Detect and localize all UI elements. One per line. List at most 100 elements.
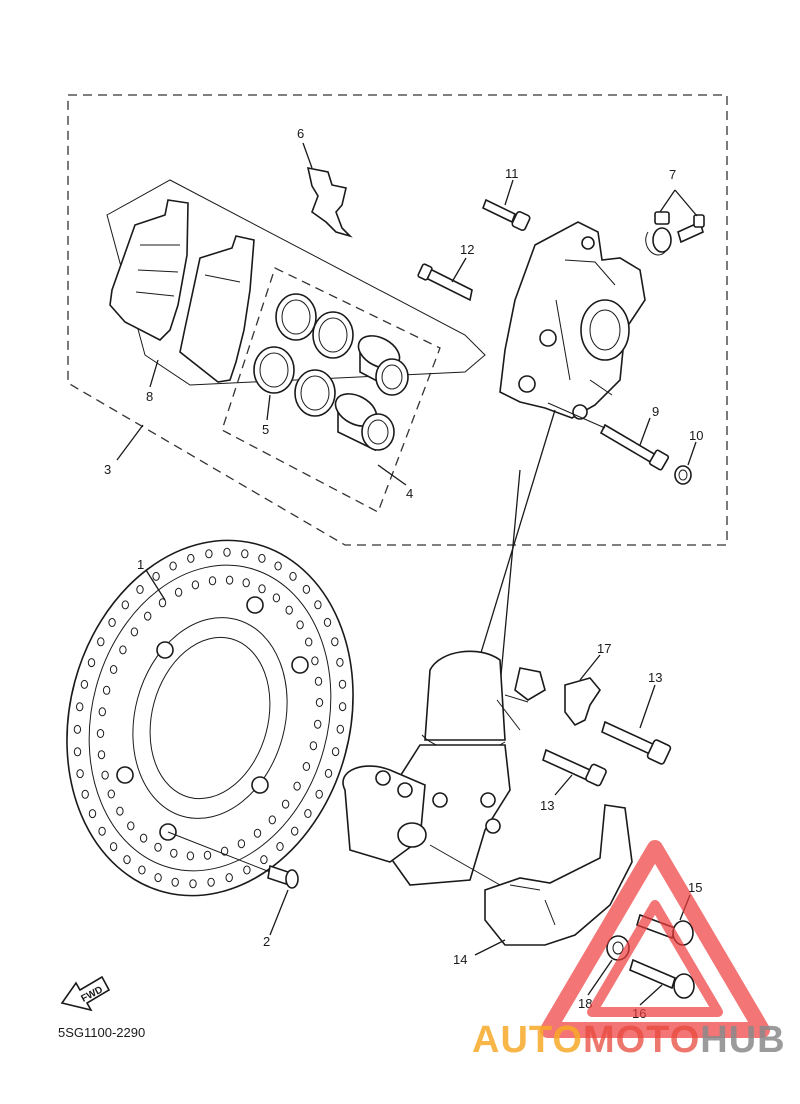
disc-vent-hole bbox=[223, 547, 231, 557]
disc-vent-hole bbox=[338, 679, 347, 689]
disc-vent-hole bbox=[107, 789, 116, 799]
disc-vent-hole bbox=[291, 826, 299, 836]
forward-arrow-icon: FWD bbox=[60, 975, 111, 1012]
disc-vent-hole bbox=[309, 741, 318, 751]
disc-vent-hole bbox=[336, 657, 344, 667]
pad-group-bracket bbox=[106, 179, 486, 386]
callout-1: 1 bbox=[137, 557, 144, 572]
callout-2: 2 bbox=[263, 934, 270, 949]
disc-vent-hole bbox=[205, 549, 213, 559]
watermark-part3: HUB bbox=[700, 1019, 785, 1061]
callout-12: 12 bbox=[460, 242, 474, 257]
disc-vent-hole bbox=[123, 855, 131, 865]
guide-bolt-lower bbox=[542, 748, 607, 787]
disc-vent-hole bbox=[315, 698, 324, 707]
callout-7: 7 bbox=[669, 167, 676, 182]
callout-13-upper: 13 bbox=[648, 670, 662, 685]
disc-vent-hole bbox=[97, 750, 106, 760]
callout-6: 6 bbox=[297, 126, 304, 141]
disc-vent-hole bbox=[73, 724, 82, 734]
disc-vent-hole bbox=[276, 842, 284, 851]
disc-vent-hole bbox=[237, 839, 246, 849]
disc-vent-hole bbox=[127, 821, 135, 831]
disc-vent-hole bbox=[323, 617, 332, 627]
slide-pin-nut bbox=[674, 465, 692, 485]
disc-vent-hole bbox=[253, 828, 262, 838]
disc-vent-hole bbox=[302, 584, 311, 594]
disc-vent-hole bbox=[336, 724, 344, 734]
disc-vent-hole bbox=[289, 571, 297, 581]
disc-vent-hole bbox=[169, 561, 177, 571]
watermark-part1: AUTO bbox=[472, 1019, 583, 1061]
automotohub-watermark: AUTOMOTOHUB bbox=[472, 840, 786, 1061]
disc-vent-hole bbox=[241, 549, 249, 559]
disc-vent-hole bbox=[144, 611, 152, 621]
disc-vent-hole bbox=[139, 833, 148, 843]
brake-caliper bbox=[499, 221, 646, 420]
front-fork-leg bbox=[342, 409, 556, 886]
disc-vent-hole bbox=[76, 702, 84, 712]
brake-disc bbox=[66, 539, 354, 897]
disc-vent-hole bbox=[187, 553, 195, 563]
slide-pin bbox=[547, 402, 670, 471]
callout-13-lower: 13 bbox=[540, 798, 554, 813]
pistons bbox=[334, 335, 409, 452]
disc-vent-hole bbox=[225, 575, 234, 585]
disc-vent-hole bbox=[258, 584, 266, 594]
callout-9: 9 bbox=[652, 404, 659, 419]
diagram-code: 5SG1100-2290 bbox=[58, 1025, 145, 1040]
disc-vent-hole bbox=[154, 873, 162, 883]
pad-pin bbox=[417, 263, 473, 302]
disc-vent-hole bbox=[138, 865, 146, 875]
callout-10: 10 bbox=[689, 428, 703, 443]
disc-vent-hole bbox=[242, 578, 250, 588]
pad-spring-clip bbox=[302, 142, 353, 238]
brake-pad-outer bbox=[109, 199, 189, 341]
disc-vent-hole bbox=[109, 665, 118, 674]
disc-bolt bbox=[267, 864, 299, 889]
disc-vent-hole bbox=[108, 618, 116, 627]
disc-vent-hole bbox=[268, 815, 276, 825]
disc-vent-hole bbox=[101, 770, 109, 780]
disc-vent-hole bbox=[88, 809, 97, 819]
disc-vent-hole bbox=[102, 685, 111, 695]
disc-vent-hole bbox=[171, 877, 179, 887]
disc-vent-hole bbox=[274, 561, 282, 571]
disc-vent-hole bbox=[109, 842, 118, 852]
callout-14: 14 bbox=[453, 952, 467, 967]
disc-vent-hole bbox=[220, 846, 229, 856]
disc-vent-hole bbox=[81, 789, 89, 799]
disc-vent-holes bbox=[73, 547, 347, 889]
callout-3: 3 bbox=[104, 462, 111, 477]
disc-vent-hole bbox=[87, 658, 96, 668]
disc-vent-hole bbox=[121, 600, 130, 610]
disc-vent-hole bbox=[189, 879, 197, 889]
disc-vent-hole bbox=[331, 747, 340, 757]
disc-vent-hole bbox=[191, 580, 200, 590]
disc-vent-hole bbox=[170, 848, 178, 858]
warning-triangle-icon bbox=[540, 840, 770, 1038]
piston-seals bbox=[253, 293, 354, 417]
brake-pad-inner bbox=[179, 235, 255, 383]
disc-vent-hole bbox=[174, 587, 183, 597]
disc-vent-hole bbox=[314, 676, 323, 686]
callout-18: 18 bbox=[578, 996, 592, 1011]
callout-5: 5 bbox=[262, 422, 269, 437]
disc-guard bbox=[429, 804, 633, 946]
disc-vent-hole bbox=[186, 851, 195, 861]
disc-vent-hole bbox=[315, 789, 323, 799]
disc-vent-hole bbox=[260, 855, 268, 865]
disc-vent-hole bbox=[285, 605, 293, 615]
disc-vent-hole bbox=[225, 873, 233, 883]
callout-4: 4 bbox=[406, 486, 413, 501]
disc-vent-hole bbox=[243, 865, 251, 875]
callout-15: 15 bbox=[688, 880, 702, 895]
disc-vent-hole bbox=[97, 637, 105, 647]
disc-vent-hole bbox=[80, 679, 89, 689]
svg-text:AUTOMOTOHUB: AUTOMOTOHUB bbox=[472, 1019, 786, 1061]
disc-vent-hole bbox=[73, 747, 82, 757]
disc-vent-hole bbox=[311, 656, 319, 666]
callout-8: 8 bbox=[146, 389, 153, 404]
disc-vent-hole bbox=[258, 553, 266, 563]
